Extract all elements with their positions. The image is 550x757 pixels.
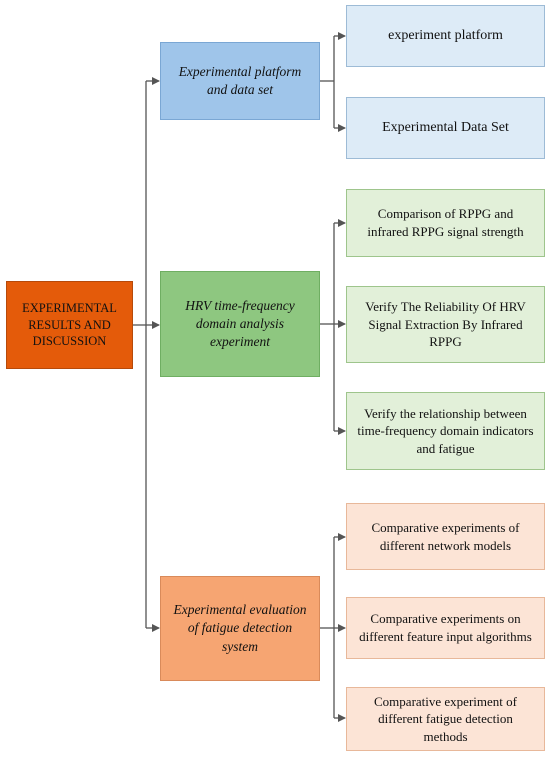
- leaf-node: Experimental Data Set: [346, 97, 545, 159]
- leaf-node: Comparative experiments of different net…: [346, 503, 545, 570]
- leaf-node: experiment platform: [346, 5, 545, 67]
- category-label: HRV time-frequency domain analysis exper…: [185, 297, 295, 350]
- category-label: Experimental evaluation of fatigue detec…: [173, 602, 307, 654]
- root-label: EXPERIMENTAL RESULTS AND DISCUSSION: [22, 300, 117, 349]
- leaf-label: Comparative experiment of different fati…: [374, 693, 517, 744]
- root-node: EXPERIMENTAL RESULTS AND DISCUSSION: [6, 281, 133, 369]
- category-label: Experimental platform and data set: [178, 63, 302, 97]
- leaf-label: Verify The Reliability Of HRV Signal Ext…: [365, 299, 526, 350]
- leaf-node: Verify The Reliability Of HRV Signal Ext…: [346, 286, 545, 363]
- leaf-label: Comparative experiments on different fea…: [359, 611, 532, 644]
- leaf-node: Comparative experiments on different fea…: [346, 597, 545, 659]
- leaf-label: Experimental Data Set: [382, 119, 509, 135]
- leaf-node: Verify the relationship between time-fre…: [346, 392, 545, 470]
- leaf-node: Comparison of RPPG and infrared RPPG sig…: [346, 189, 545, 257]
- category-node-platform-dataset: Experimental platform and data set: [160, 42, 320, 120]
- leaf-label: Verify the relationship between time-fre…: [357, 405, 534, 456]
- category-node-fatigue-evaluation: Experimental evaluation of fatigue detec…: [160, 576, 320, 681]
- leaf-label: Comparison of RPPG and infrared RPPG sig…: [367, 206, 524, 239]
- leaf-node: Comparative experiment of different fati…: [346, 687, 545, 751]
- category-node-hrv-analysis: HRV time-frequency domain analysis exper…: [160, 271, 320, 377]
- leaf-label: experiment platform: [388, 27, 503, 43]
- leaf-label: Comparative experiments of different net…: [371, 519, 520, 553]
